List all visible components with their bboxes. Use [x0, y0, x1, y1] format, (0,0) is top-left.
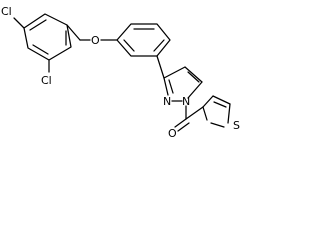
thiophene-sulfur-label: S — [233, 119, 240, 132]
phenylene-ring — [116, 23, 171, 57]
carbonyl-double-bond-b — [177, 122, 190, 132]
carbonyl-oxygen-label: O — [168, 127, 177, 139]
aryl-pyrazole-bond — [156, 55, 165, 79]
pyrazole-n1-label: N — [182, 95, 190, 108]
pyrazole-ring — [163, 66, 203, 102]
chemical-structure-canvas: Cl Cl O N N O S — [0, 0, 246, 139]
pyrazole-n2-label: N — [163, 95, 171, 108]
ether-oxygen-label: O — [91, 34, 100, 47]
cl-top-label: Cl — [1, 5, 12, 18]
cl-mid-label: Cl — [41, 74, 52, 87]
carbonyl-double-bond-a — [174, 118, 187, 128]
molecule-diagram: Cl Cl O N N O S — [1, 5, 240, 139]
cl-top-bond — [13, 17, 25, 29]
benzyl-ch2-bond — [66, 24, 81, 41]
dichlorophenyl-ring — [23, 13, 72, 61]
thiophene-ring — [202, 95, 231, 128]
carbonyl-thiophene-bond — [185, 106, 204, 120]
